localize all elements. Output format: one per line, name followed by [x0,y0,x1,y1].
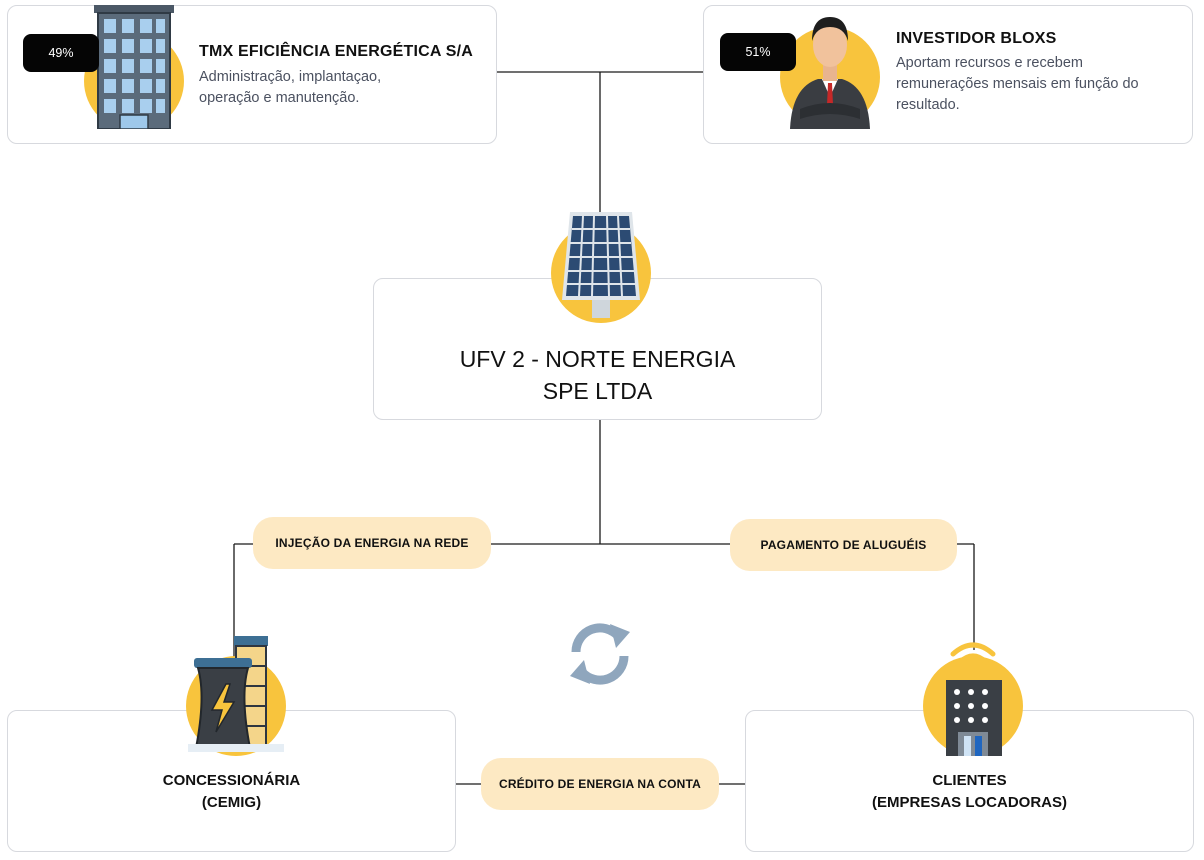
concessionaria-subtitle: (CEMIG) [201,794,262,811]
clientes-subtitle: (EMPRESAS LOCADORAS) [871,794,1067,811]
tmx-title: TMX EFICIÊNCIA ENERGÉTICA S/A [199,43,473,60]
sync-icon [570,623,630,685]
investor-percent-badge: 51% [720,33,796,71]
clientes-title: CLIENTES [932,772,1007,789]
concessionaria-card: CONCESSIONÁRIA (CEMIG) [7,710,456,852]
rent-payment-flow-label: PAGAMENTO DE ALUGUÉIS [730,519,957,571]
tmx-description: Administração, implantaçao, operação e m… [199,69,382,106]
injection-flow-label: INJEÇÃO DA ENERGIA NA REDE [253,517,491,569]
investor-card: INVESTIDOR BLOXS Aportam recursos e rece… [703,5,1193,144]
investor-title: INVESTIDOR BLOXS [896,30,1057,47]
businessman-icon [780,17,880,129]
tmx-card: TMX EFICIÊNCIA ENERGÉTICA S/A Administra… [7,5,497,144]
smart-building-icon [923,642,1023,756]
ufv-title-line2: SPE LTDA [542,378,653,404]
solar-panel-icon [551,212,651,323]
office-building-icon [84,5,184,129]
concessionaria-title: CONCESSIONÁRIA [162,772,301,789]
ufv-title-line1: UFV 2 - NORTE ENERGIA [459,346,736,372]
power-plant-icon [186,636,286,756]
energy-credit-flow-label: CRÉDITO DE ENERGIA NA CONTA [481,758,719,810]
investor-description: Aportam recursos e recebem remunerações … [896,55,1139,113]
tmx-percent-badge: 49% [23,34,99,72]
